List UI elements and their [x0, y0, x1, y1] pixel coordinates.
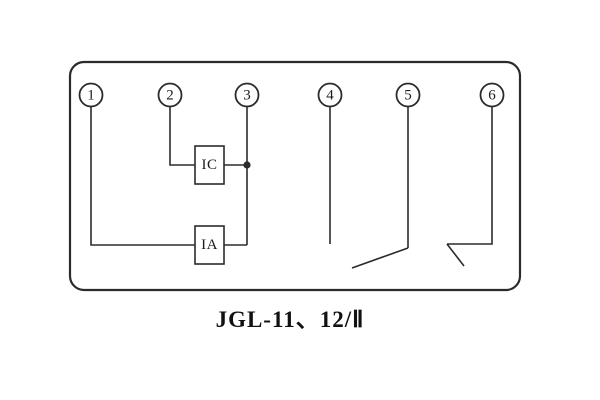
terminal-4-number: 4 — [326, 88, 334, 104]
model-caption: JGL-11、12/Ⅱ — [215, 307, 365, 332]
terminal-3-circle — [234, 82, 260, 108]
wire-terminal2-to-ic — [169, 106, 195, 166]
enclosure-outline — [68, 60, 522, 292]
terminal-1: 1 — [78, 82, 104, 108]
terminal-4: 4 — [317, 82, 343, 108]
terminal-5: 5 — [395, 82, 421, 108]
terminal-6-number: 6 — [488, 88, 496, 104]
terminal-3: 3 — [234, 82, 260, 108]
terminal-2-number: 2 — [166, 88, 174, 104]
wire-terminal1-to-ia — [90, 106, 195, 246]
terminal-5-circle — [395, 82, 421, 108]
terminal-5-number: 5 — [404, 88, 412, 104]
contact-blade-4-5 — [351, 247, 409, 269]
terminal-2: 2 — [157, 82, 183, 108]
terminal-3-number: 3 — [243, 88, 251, 104]
junction-dot — [243, 161, 251, 169]
ic-label: IC — [202, 157, 218, 173]
ia-box — [194, 225, 225, 265]
component-ic: IC — [194, 145, 225, 185]
ic-box — [194, 145, 225, 185]
terminal-6: 6 — [479, 82, 505, 108]
contact-blade-5-6 — [446, 243, 465, 267]
terminal-6-circle — [479, 82, 505, 108]
ia-label: IA — [201, 237, 218, 253]
component-ia: IA — [194, 225, 225, 265]
wire-terminal6 — [447, 106, 493, 245]
terminal-1-circle — [78, 82, 104, 108]
terminal-2-circle — [157, 82, 183, 108]
terminal-1-number: 1 — [87, 88, 95, 104]
terminal-4-circle — [317, 82, 343, 108]
